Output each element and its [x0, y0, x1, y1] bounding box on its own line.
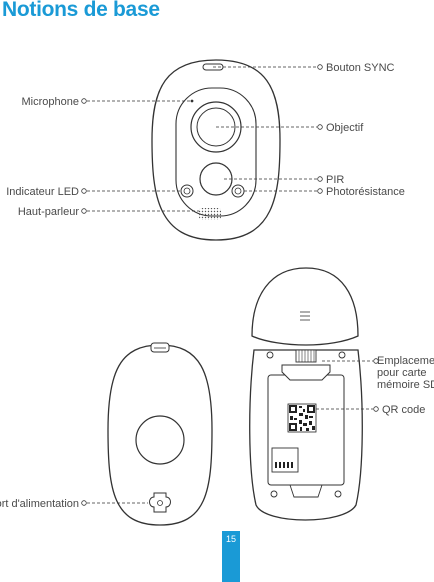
label-power-port: Port d'alimentation [0, 498, 79, 510]
qr-code [287, 403, 317, 433]
label-led-indicator: Indicateur LED [6, 186, 79, 198]
open-leaders [316, 360, 373, 410]
label-speaker: Haut-parleur [18, 206, 79, 218]
pir-sensor [199, 162, 233, 196]
page-number: 15 [225, 534, 236, 544]
label-microphone: Microphone [22, 96, 79, 108]
camera-front-view [151, 59, 281, 241]
label-lens: Objectif [326, 122, 364, 134]
label-sd-slot-line3: mémoire SD [377, 379, 434, 391]
photoresistor-inner [234, 187, 242, 195]
back-mount-circle [135, 415, 185, 465]
label-sd-slot-line1: Emplacement [377, 355, 434, 367]
label-sync-button: Bouton SYNC [326, 62, 395, 74]
label-qr-code: QR code [382, 404, 425, 416]
camera-cover [251, 267, 359, 346]
camera-back-view [107, 342, 213, 526]
back-leaders [81, 500, 148, 506]
front-leaders [87, 66, 317, 212]
back-top-clip [150, 342, 170, 353]
microphone [190, 99, 194, 103]
page-title: Notions de base [2, 0, 160, 21]
led-indicator-inner [183, 187, 191, 195]
label-pir: PIR [326, 174, 344, 186]
front-leader-ends [81, 64, 323, 214]
open-leader-ends [373, 358, 379, 412]
speaker-grille [199, 208, 221, 220]
sd-card-slot [281, 364, 331, 381]
label-photoresistor: Photorésistance [326, 186, 405, 198]
page-number-tab: 15 [222, 531, 240, 582]
serial-label [271, 447, 299, 473]
label-sd-slot-line2: pour carte [377, 367, 427, 379]
camera-open-view [249, 267, 363, 521]
